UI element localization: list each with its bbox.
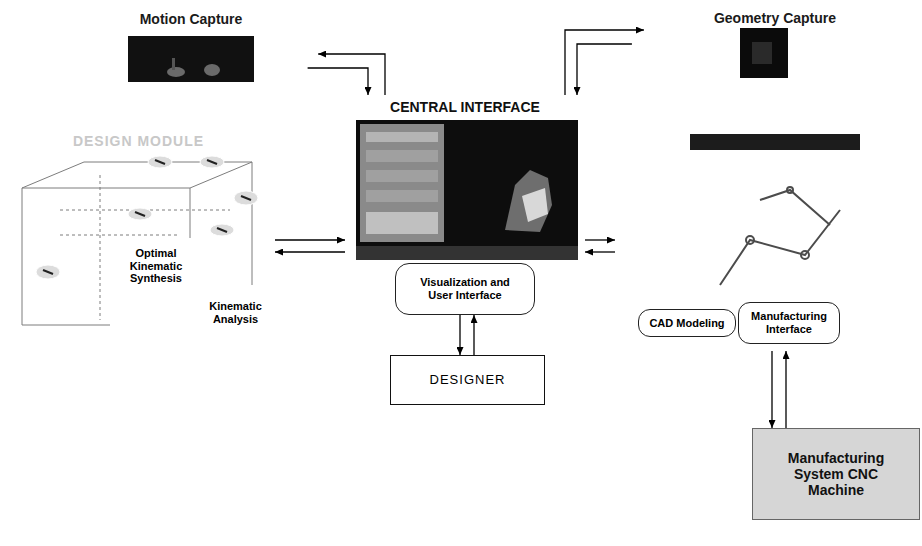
grid-line bbox=[100, 175, 101, 320]
flow-arrow bbox=[318, 54, 385, 95]
function-box: Optimal Kinematic Synthesis bbox=[114, 241, 198, 291]
box-label: Kinematic Analysis bbox=[201, 300, 271, 325]
capture-ellipse: Motion Capture bbox=[62, 2, 320, 96]
flow-arrow bbox=[308, 68, 368, 95]
flow-arrow bbox=[459, 315, 460, 355]
outline bbox=[616, 124, 920, 351]
node-title: CENTRAL INTERFACE bbox=[390, 99, 540, 115]
node-title: Motion Capture bbox=[140, 11, 243, 27]
interface-panel: CENTRAL INTERFACE Visualization and User … bbox=[345, 95, 585, 323]
flow-arrow bbox=[275, 251, 345, 252]
box-label: DESIGNER bbox=[430, 373, 506, 388]
grid-line bbox=[252, 162, 253, 285]
flow-arrow bbox=[577, 44, 632, 95]
pose-disc bbox=[36, 265, 60, 279]
arm-joint bbox=[801, 251, 809, 259]
geometry-image bbox=[740, 28, 788, 78]
screenshot bbox=[356, 120, 578, 260]
flow-arrow bbox=[275, 239, 345, 240]
outline bbox=[63, 3, 319, 95]
flow-arrow bbox=[585, 239, 615, 240]
disc-mark bbox=[217, 228, 227, 232]
pose-disc bbox=[210, 224, 234, 236]
flow-arrow bbox=[585, 251, 615, 252]
module-panel: CAD Modeling Manufacturing Interface bbox=[615, 123, 920, 351]
capture-ellipse: Geometry Capture bbox=[630, 2, 920, 96]
grid-line bbox=[190, 188, 191, 238]
grid-line bbox=[22, 188, 23, 325]
disc-mark bbox=[207, 160, 217, 164]
motion-figure bbox=[204, 64, 220, 76]
disc-mark bbox=[241, 196, 251, 200]
screenshot-row bbox=[366, 212, 438, 234]
outline bbox=[3, 124, 275, 345]
screenshot-row bbox=[366, 132, 438, 142]
module-panel: DESIGN MODULE Optimal Kinematic Synthesis… bbox=[2, 123, 275, 345]
screenshot-bar bbox=[356, 246, 578, 260]
screenshot-row bbox=[366, 170, 438, 182]
screenshot-panel bbox=[360, 124, 444, 242]
pose-disc bbox=[234, 191, 258, 205]
screenshot-row bbox=[366, 150, 438, 162]
motion-figure bbox=[172, 58, 175, 70]
grid-line bbox=[60, 235, 180, 236]
motion-figure bbox=[167, 67, 185, 77]
flow-arrow bbox=[565, 30, 644, 95]
flow-arrow bbox=[473, 315, 474, 355]
actor-box: DESIGNER bbox=[390, 355, 545, 405]
node-title: Geometry Capture bbox=[714, 10, 836, 26]
box-label: Visualization and User Interface bbox=[417, 276, 513, 301]
box-label: Manufacturing System CNC Machine bbox=[766, 450, 906, 498]
flow-arrow bbox=[771, 351, 772, 428]
disc-mark bbox=[135, 212, 145, 216]
box-label: CAD Modeling bbox=[649, 317, 724, 330]
grid-line bbox=[22, 325, 110, 326]
screenshot-row bbox=[366, 190, 438, 202]
disc-mark bbox=[43, 270, 53, 274]
outline bbox=[631, 3, 919, 95]
function-box: Kinematic Analysis bbox=[197, 292, 275, 334]
robot-arm bbox=[720, 187, 840, 285]
pose-disc bbox=[128, 208, 152, 220]
flow-arrow bbox=[785, 351, 786, 428]
screenshot-figure bbox=[505, 170, 552, 232]
geometry-object bbox=[752, 42, 772, 64]
outline bbox=[346, 96, 585, 323]
function-box: CAD Modeling bbox=[638, 309, 736, 337]
pose-disc bbox=[148, 156, 172, 168]
box-label: Optimal Kinematic Synthesis bbox=[118, 247, 194, 285]
box-label: Manufacturing Interface bbox=[745, 310, 833, 335]
pose-disc bbox=[200, 156, 224, 168]
arm-link bbox=[760, 190, 830, 225]
screenshot-figure bbox=[522, 188, 548, 222]
interface-box: Visualization and User Interface bbox=[395, 263, 535, 315]
disc-mark bbox=[155, 160, 165, 164]
arm-joint bbox=[787, 187, 793, 193]
motion-image bbox=[128, 36, 254, 82]
node-title: DESIGN MODULE bbox=[73, 133, 204, 149]
arm-joint bbox=[746, 236, 754, 244]
function-box: Manufacturing Interface bbox=[738, 302, 840, 344]
module-heading-bar bbox=[690, 134, 860, 150]
machine-box: Manufacturing System CNC Machine bbox=[752, 428, 920, 520]
arm-link bbox=[720, 210, 840, 285]
